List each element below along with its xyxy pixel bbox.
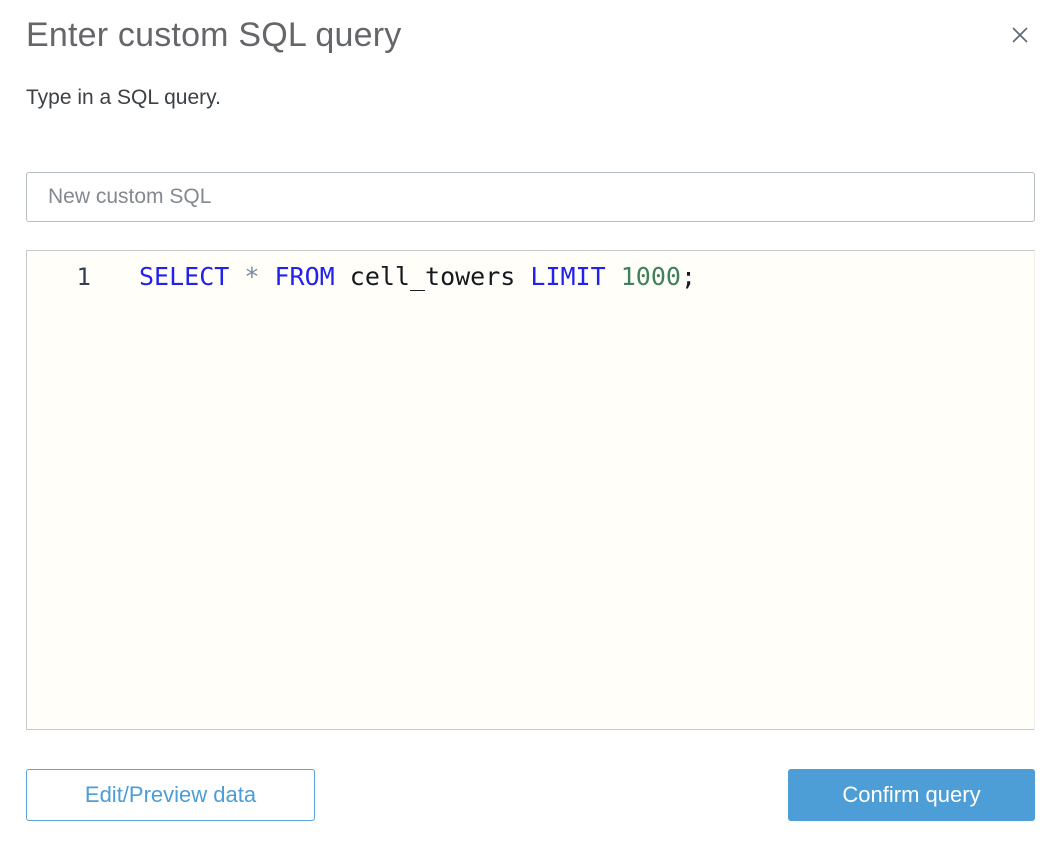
close-icon	[1012, 27, 1028, 43]
confirm-query-button[interactable]: Confirm query	[788, 769, 1035, 821]
dialog-header: Enter custom SQL query	[26, 0, 1035, 55]
editor-line: 1 SELECT * FROM cell_towers LIMIT 1000;	[27, 260, 1034, 294]
sql-editor[interactable]: 1 SELECT * FROM cell_towers LIMIT 1000;	[26, 250, 1035, 730]
page-title: Enter custom SQL query	[26, 16, 402, 54]
close-button[interactable]	[1005, 20, 1035, 50]
edit-preview-data-button[interactable]: Edit/Preview data	[26, 769, 315, 821]
dialog-footer: Edit/Preview data Confirm query	[26, 769, 1035, 821]
line-number: 1	[76, 263, 91, 291]
dialog-subtitle: Type in a SQL query.	[26, 86, 221, 109]
query-name-input[interactable]	[26, 172, 1035, 222]
sql-code[interactable]: SELECT * FROM cell_towers LIMIT 1000;	[139, 262, 696, 291]
